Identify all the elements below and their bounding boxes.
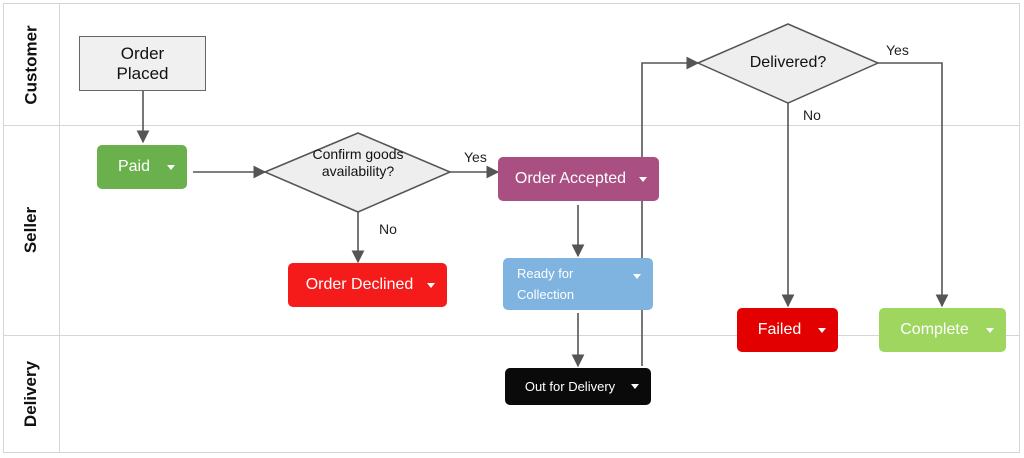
- complete-status-dropdown[interactable]: Complete: [879, 308, 1006, 352]
- decision-delivered: [696, 23, 880, 104]
- paid-status-dropdown[interactable]: Paid: [97, 145, 187, 189]
- chevron-down-icon: [631, 384, 639, 389]
- chevron-down-icon: [167, 164, 175, 170]
- confirm-no-label: No: [379, 221, 397, 237]
- lane-header-seller: Seller: [4, 125, 60, 335]
- order-declined-status-dropdown[interactable]: Order Declined: [288, 263, 447, 307]
- order-placed-node: Order Placed: [79, 36, 206, 91]
- complete-label: Complete: [900, 321, 969, 338]
- chevron-down-icon: [427, 282, 435, 288]
- swimlane-frame: Customer Seller Delivery: [3, 3, 1020, 453]
- chevron-down-icon: [986, 327, 994, 333]
- failed-status-dropdown[interactable]: Failed: [737, 308, 838, 352]
- decision-confirm-goods: [263, 132, 452, 213]
- order-placed-label: Order Placed: [116, 43, 169, 83]
- ready-for-collection-status-dropdown[interactable]: Ready for Collection: [503, 258, 653, 310]
- lane-divider-seller-delivery: [4, 335, 1019, 336]
- out-for-delivery-label: Out for Delivery: [524, 379, 616, 394]
- out-for-delivery-status-dropdown[interactable]: Out for Delivery: [505, 368, 651, 405]
- paid-status-label: Paid: [117, 158, 151, 175]
- delivered-no-label: No: [803, 107, 821, 123]
- order-accepted-status-dropdown[interactable]: Order Accepted: [498, 157, 659, 201]
- delivered-label: Delivered?: [749, 54, 827, 71]
- chevron-down-icon: [818, 327, 826, 333]
- chevron-down-icon: [639, 176, 647, 182]
- edge-out-to-delivered: [641, 56, 700, 366]
- edge-delivered-yes: [878, 62, 949, 308]
- delivered-yes-label: Yes: [886, 42, 909, 58]
- confirm-yes-label: Yes: [464, 149, 487, 165]
- order-accepted-label: Order Accepted: [514, 170, 627, 187]
- ready-for-collection-label: Ready for Collection: [517, 266, 575, 302]
- lane-header-customer: Customer: [4, 4, 60, 125]
- lane-divider-customer-seller: [4, 125, 1019, 126]
- chevron-down-icon: [633, 274, 641, 279]
- order-declined-label: Order Declined: [305, 276, 414, 293]
- confirm-goods-label: Confirm goods availability?: [312, 146, 404, 179]
- lane-header-delivery: Delivery: [4, 335, 60, 452]
- failed-label: Failed: [757, 321, 802, 338]
